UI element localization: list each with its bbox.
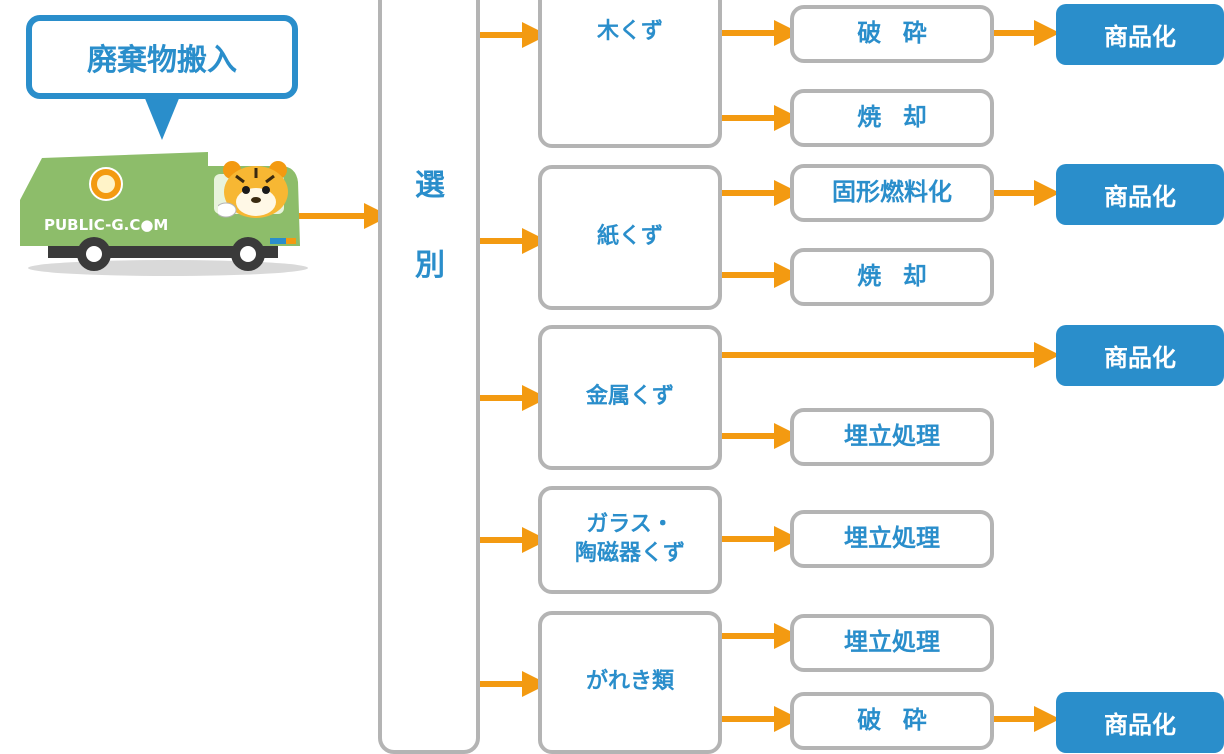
process-landfill-metal: 埋立処理	[790, 408, 994, 466]
waste-intake-label: 廃棄物搬入	[87, 43, 237, 78]
sorting-label-line1: 選	[415, 168, 445, 203]
process-crushing-debris: 破砕	[790, 692, 994, 750]
product-wood-label: 商品化	[1104, 23, 1176, 51]
arrow-right-icon	[364, 203, 390, 229]
truck-logo-text: PUBLIC-G.C●M	[44, 216, 168, 234]
product-debris: 商品化	[1056, 692, 1224, 753]
process-incineration-paper-label: 焼却	[857, 262, 949, 291]
product-paper: 商品化	[1056, 164, 1224, 225]
category-glass-label-line2: 陶磁器くず	[574, 541, 685, 566]
process-landfill-metal-label: 埋立処理	[844, 422, 940, 451]
process-crushing-wood-label: 破砕	[857, 19, 949, 48]
sorting-label-line2: 別	[415, 248, 445, 283]
waste-intake-callout: 廃棄物搬入	[26, 15, 298, 99]
process-crushing-debris-label: 破砕	[857, 706, 949, 735]
process-incineration-wood: 焼却	[790, 89, 994, 147]
process-solid-fuel: 固形燃料化	[790, 164, 994, 222]
process-landfill-debris: 埋立処理	[790, 614, 994, 672]
process-landfill-glass: 埋立処理	[790, 510, 994, 568]
sort-to-category-arrows	[480, 22, 548, 697]
category-wood: 木くず	[538, 0, 722, 148]
category-glass-ceramics: ガラス・ 陶磁器くず	[538, 486, 722, 594]
process-incineration-paper: 焼却	[790, 248, 994, 306]
category-glass-label-line1: ガラス・	[586, 512, 674, 538]
category-to-process-arrows	[722, 20, 1060, 732]
process-to-product-arrows	[994, 20, 1060, 732]
product-paper-label: 商品化	[1104, 183, 1176, 211]
category-wood-label: 木くず	[596, 19, 663, 44]
sorting-column	[378, 0, 480, 754]
category-metal-label: 金属くず	[585, 384, 674, 410]
speech-bubble-icon	[144, 96, 180, 140]
category-metal: 金属くず	[538, 325, 722, 470]
product-debris-label: 商品化	[1104, 711, 1176, 739]
category-debris-label: がれき類	[585, 669, 674, 695]
process-landfill-debris-label: 埋立処理	[844, 628, 940, 657]
process-incineration-wood-label: 焼却	[857, 103, 949, 132]
category-paper: 紙くず	[538, 165, 722, 310]
process-crushing-wood: 破砕	[790, 5, 994, 63]
product-metal: 商品化	[1056, 325, 1224, 386]
category-paper-label: 紙くず	[596, 224, 663, 250]
product-wood: 商品化	[1056, 4, 1224, 65]
tiger-mascot-icon	[218, 161, 288, 218]
product-metal-label: 商品化	[1104, 344, 1176, 372]
process-landfill-glass-label: 埋立処理	[844, 524, 940, 553]
category-debris: がれき類	[538, 611, 722, 754]
process-solid-fuel-label: 固形燃料化	[832, 178, 952, 207]
